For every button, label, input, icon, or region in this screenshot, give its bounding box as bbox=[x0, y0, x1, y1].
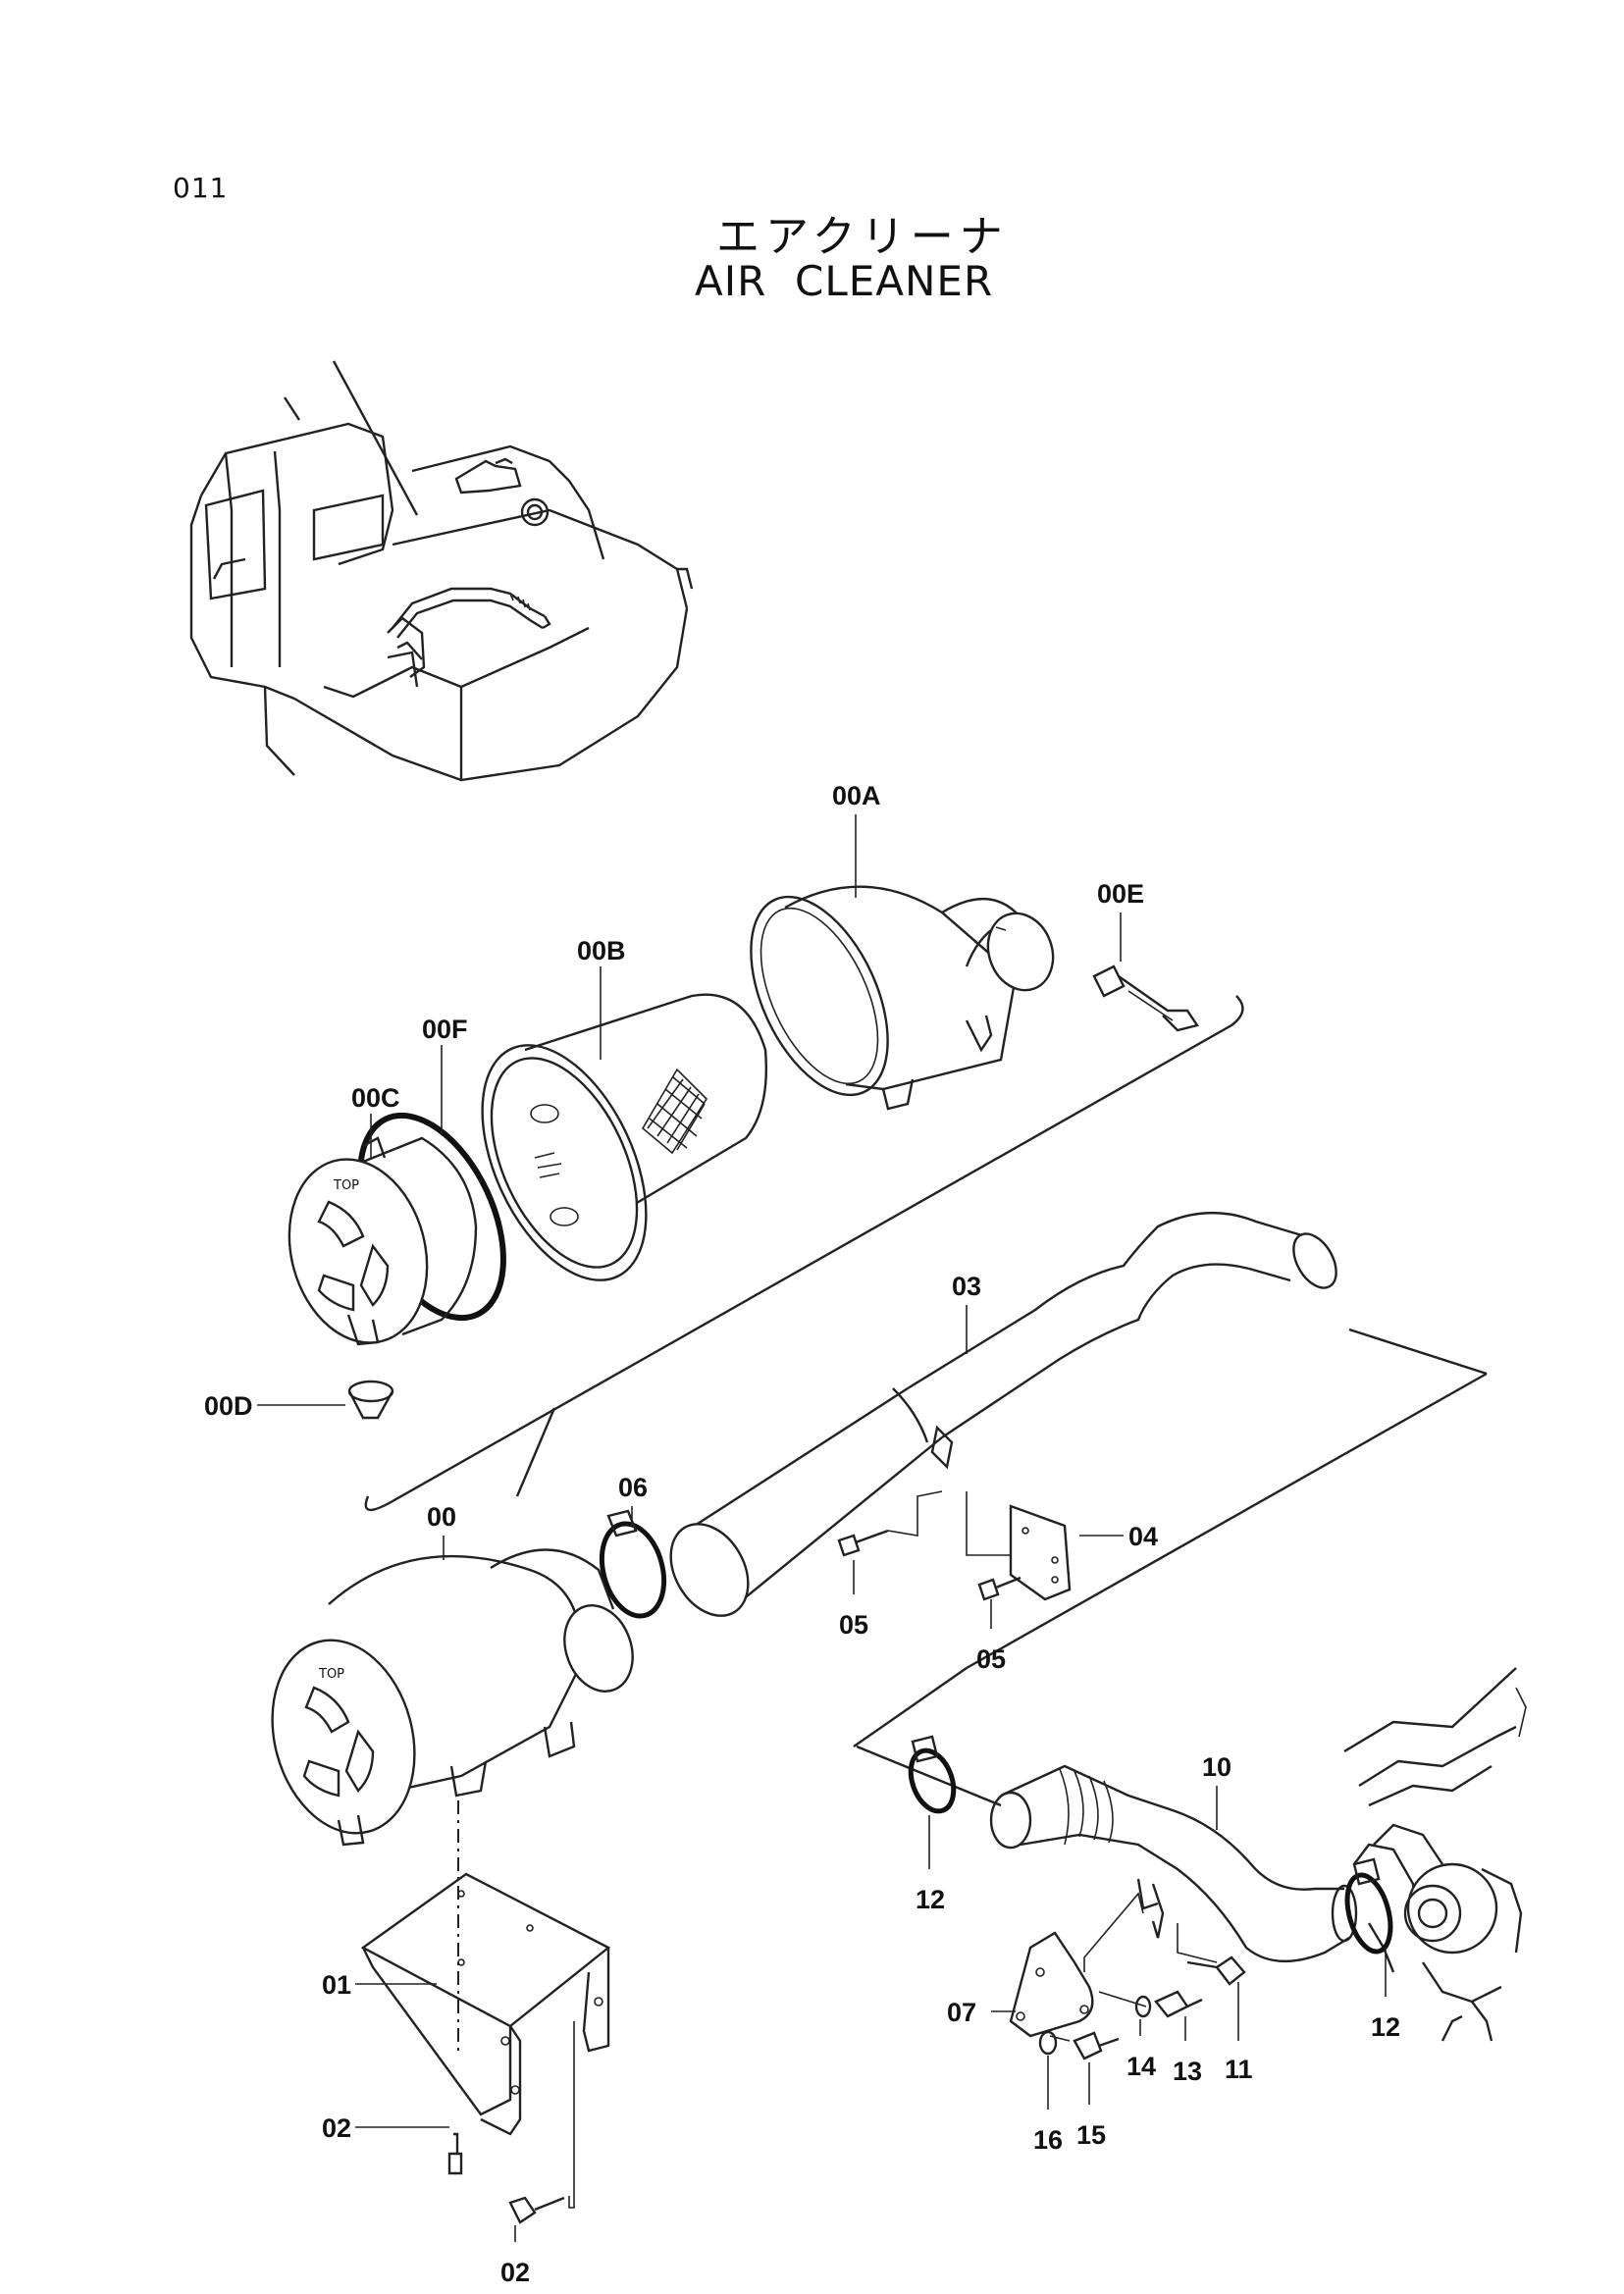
callout-15: 15 bbox=[1076, 2120, 1106, 2150]
assembly-guide-line-2 bbox=[1348, 1328, 1488, 1376]
callout-00B: 00B bbox=[577, 936, 626, 965]
parts-small-hardware bbox=[1038, 1923, 1246, 2060]
part-03-intake-pipe bbox=[669, 1211, 1337, 1617]
callout-11: 11 bbox=[1225, 2055, 1253, 2084]
callout-00: 00 bbox=[427, 1502, 456, 1532]
part-00-air-cleaner-assembly: TOP bbox=[271, 1548, 634, 1847]
assembly-guide-line-4 bbox=[853, 1667, 968, 1747]
part-10-intake-hose bbox=[989, 1764, 1358, 1962]
callout-01: 01 bbox=[322, 1970, 351, 2000]
callout-00A: 00A bbox=[832, 781, 881, 810]
callout-04: 04 bbox=[1128, 1522, 1158, 1551]
assembly-guide-line-1 bbox=[966, 1372, 1488, 1670]
part-04-bracket bbox=[1009, 1504, 1072, 1601]
excavator-overview-illustration bbox=[189, 360, 694, 782]
part-00A-cleaner-body bbox=[750, 885, 1055, 1111]
part-callouts: 00A 00E 00B 00F 00C 00D 03 06 00 04 05 0… bbox=[204, 781, 1400, 2287]
callout-07: 07 bbox=[947, 1998, 976, 2027]
subassembly-boundary-line bbox=[364, 995, 1244, 1511]
callout-00C: 00C bbox=[351, 1083, 400, 1113]
callout-16: 16 bbox=[1033, 2125, 1063, 2155]
callout-10: 10 bbox=[1202, 1752, 1231, 1782]
callout-05-left: 05 bbox=[839, 1610, 868, 1640]
part-06-hose-clamp bbox=[599, 1509, 667, 1619]
page-number: 011 bbox=[173, 172, 229, 204]
callout-14: 14 bbox=[1126, 2052, 1156, 2081]
callout-02-left: 02 bbox=[322, 2113, 351, 2143]
part-00E-restriction-indicator bbox=[1092, 965, 1199, 1032]
callout-leaders bbox=[257, 814, 1387, 2242]
callout-00D: 00D bbox=[204, 1391, 253, 1421]
callout-00F: 00F bbox=[422, 1015, 468, 1044]
callout-06: 06 bbox=[618, 1473, 648, 1502]
part-02-bolts bbox=[447, 2021, 575, 2224]
part-00B-filter-element bbox=[481, 993, 767, 1281]
part-12-hose-clamps bbox=[908, 1735, 1393, 1955]
title-english: AIR CLEANER bbox=[695, 257, 994, 305]
callout-13: 13 bbox=[1173, 2057, 1202, 2086]
part-01-mounting-bracket bbox=[360, 1872, 611, 2136]
callout-05-right: 05 bbox=[976, 1644, 1006, 1674]
svg-text:TOP: TOP bbox=[318, 1667, 344, 1682]
callout-12-right: 12 bbox=[1371, 2012, 1400, 2042]
assembly-guide-line-3 bbox=[856, 1745, 1002, 1807]
part-00C-cover: TOP bbox=[288, 1136, 478, 1346]
part-05-bolts bbox=[837, 1490, 1022, 1601]
svg-text:TOP: TOP bbox=[333, 1178, 359, 1193]
callout-00E: 00E bbox=[1097, 879, 1144, 909]
callout-02-bottom: 02 bbox=[500, 2258, 530, 2287]
title-japanese: エアクリーナ bbox=[716, 212, 1009, 262]
callout-12-left: 12 bbox=[916, 1885, 945, 1914]
part-00D-evacuator-valve bbox=[347, 1380, 394, 1420]
part-07-hose-bracket bbox=[1009, 1883, 1165, 2038]
engine-partial-view bbox=[1343, 1667, 1527, 2042]
callout-03: 03 bbox=[952, 1272, 981, 1301]
subassembly-leader bbox=[515, 1407, 556, 1497]
